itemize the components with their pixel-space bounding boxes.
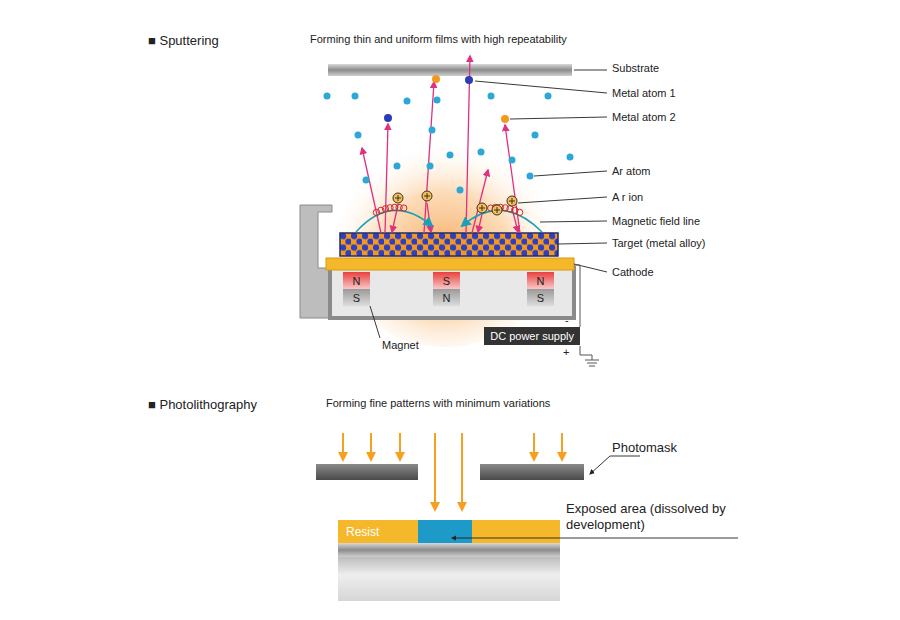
photomask — [316, 464, 418, 480]
pole-letter: N — [527, 272, 554, 289]
metal-atom-2 — [501, 115, 509, 123]
pole-letter: S — [527, 289, 554, 306]
part-label: Metal atom 1 — [612, 87, 676, 100]
power-wiring — [574, 265, 599, 366]
part-label: A r ion — [612, 191, 643, 204]
section-heading: ■ Photolithography — [148, 397, 257, 413]
target-plate — [340, 233, 558, 256]
part-label: Exposed area (dissolved by development) — [566, 501, 744, 532]
pole-letter: N — [433, 289, 460, 306]
photomask — [480, 464, 584, 480]
wafer-substrate — [338, 557, 560, 601]
power-supply-box: DC power supply — [484, 327, 580, 345]
section-subtitle: Forming thin and uniform films with high… — [310, 33, 567, 46]
part-label: Substrate — [612, 62, 659, 75]
magnet-block: NS — [343, 272, 370, 306]
magnet-housing — [330, 268, 574, 318]
film-layer — [338, 543, 560, 557]
resist-layer — [338, 520, 560, 543]
part-label: Target (metal alloy) — [612, 237, 706, 250]
metal-atom-2 — [432, 75, 440, 83]
resist-segment: Resist — [338, 520, 418, 543]
metal-atom-1 — [384, 114, 392, 122]
substrate-plate — [328, 64, 572, 76]
part-label: Magnetic field line — [612, 215, 700, 228]
part-label: Ar atom — [612, 165, 651, 178]
magnet-block: NS — [527, 272, 554, 306]
pole-letter: N — [343, 272, 370, 289]
part-label: Metal atom 2 — [612, 111, 676, 124]
part-label: Cathode — [612, 266, 654, 279]
ar-atoms — [324, 93, 574, 194]
electron-spirals — [373, 204, 523, 215]
cathode-plate — [326, 258, 574, 270]
electron-loop — [382, 206, 388, 212]
terminal-sign: + — [563, 346, 569, 359]
part-label: Magnet — [382, 339, 419, 352]
leader-lines — [370, 70, 607, 338]
section-heading: ■ Sputtering — [148, 33, 219, 49]
ar-ions — [393, 191, 517, 215]
box-label: DC power supply — [490, 330, 574, 342]
exposed-area — [418, 520, 472, 543]
magnet-block: SN — [433, 272, 460, 306]
section-subtitle: Forming fine patterns with minimum varia… — [326, 397, 550, 410]
terminal-sign: - — [565, 314, 569, 327]
metal-atom-1 — [465, 76, 473, 84]
pole-letter: S — [343, 289, 370, 306]
part-label: Photomask — [612, 440, 677, 456]
box-label: Resist — [346, 525, 379, 539]
electron-loop — [401, 205, 407, 211]
pole-letter: S — [433, 272, 460, 289]
